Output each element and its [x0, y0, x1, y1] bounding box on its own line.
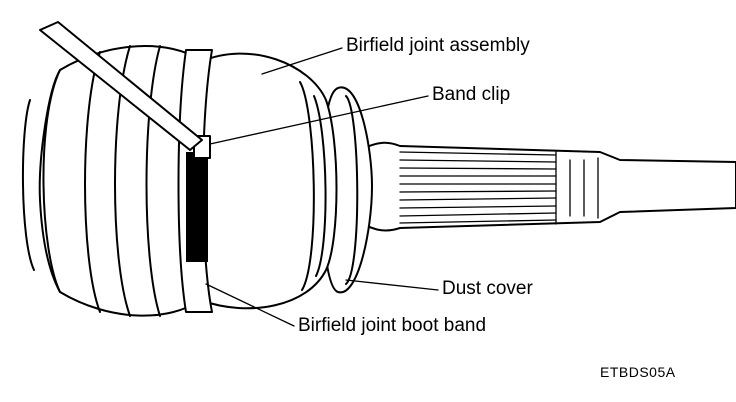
label-band-clip: Band clip [432, 84, 511, 105]
label-boot-band: Birfield joint boot band [298, 315, 487, 336]
figure-code: ETBDS05A [600, 364, 676, 380]
label-dust-cover: Dust cover [442, 278, 533, 299]
screwdriver-tool [39, 21, 203, 151]
leader-lines [205, 47, 439, 327]
boot-band [177, 49, 213, 313]
drive-shaft [359, 141, 736, 232]
joint-housing [199, 52, 338, 310]
shaft-splines [399, 151, 599, 225]
label-birfield-joint-assembly: Birfield joint assembly [346, 35, 530, 56]
